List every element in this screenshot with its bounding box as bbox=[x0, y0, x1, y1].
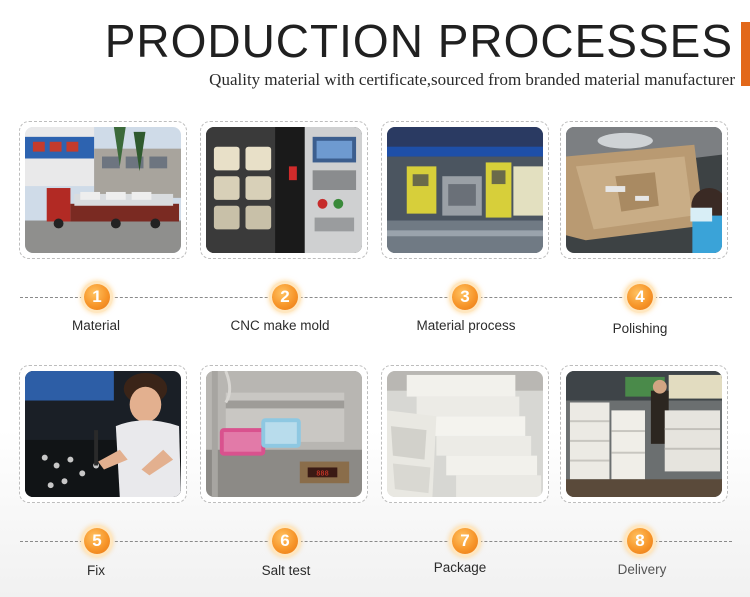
step-label-package: Package bbox=[433, 560, 487, 575]
salt-test-chamber-photo: 888 bbox=[206, 371, 362, 497]
step-photo-cnc bbox=[200, 121, 368, 259]
factory-floor-photo bbox=[387, 127, 543, 253]
step-badge-8: 8 bbox=[627, 528, 653, 554]
timeline-divider-bottom bbox=[20, 541, 732, 542]
step-label-polishing: Polishing bbox=[612, 321, 668, 336]
step-photo-salt-test: 888 bbox=[200, 365, 368, 503]
warehouse-delivery-photo bbox=[566, 371, 722, 497]
step-label-salt-test: Salt test bbox=[261, 563, 311, 578]
step-photo-delivery bbox=[560, 365, 728, 503]
step-label-material: Material bbox=[71, 318, 120, 333]
packaging-photo bbox=[387, 371, 543, 497]
step-label-delivery: Delivery bbox=[617, 562, 667, 577]
assembly-worker-photo bbox=[25, 371, 181, 497]
step-label-cnc-make-mold: CNC make mold bbox=[230, 318, 330, 333]
step-badge-2: 2 bbox=[272, 284, 298, 310]
step-label-fix: Fix bbox=[87, 563, 105, 578]
step-photo-fix bbox=[19, 365, 187, 503]
svg-text:888: 888 bbox=[316, 469, 328, 477]
step-badge-4: 4 bbox=[627, 284, 653, 310]
step-photo-material bbox=[19, 121, 187, 259]
step-badge-6: 6 bbox=[272, 528, 298, 554]
step-photo-polishing bbox=[560, 121, 728, 259]
step-photo-package bbox=[381, 365, 549, 503]
timeline-divider-top bbox=[20, 297, 732, 298]
step-label-material-process: Material process bbox=[416, 318, 516, 333]
material-truck-photo bbox=[25, 127, 181, 253]
title-accent-bar bbox=[741, 22, 750, 86]
step-badge-3: 3 bbox=[452, 284, 478, 310]
step-badge-1: 1 bbox=[84, 284, 110, 310]
cnc-machine-photo bbox=[206, 127, 362, 253]
step-badge-7: 7 bbox=[452, 528, 478, 554]
polishing-photo bbox=[566, 127, 722, 253]
page-subtitle: Quality material with certificate,source… bbox=[209, 70, 735, 89]
step-photo-material-process bbox=[381, 121, 549, 259]
page-title: PRODUCTION PROCESSES bbox=[104, 15, 733, 67]
step-badge-5: 5 bbox=[84, 528, 110, 554]
